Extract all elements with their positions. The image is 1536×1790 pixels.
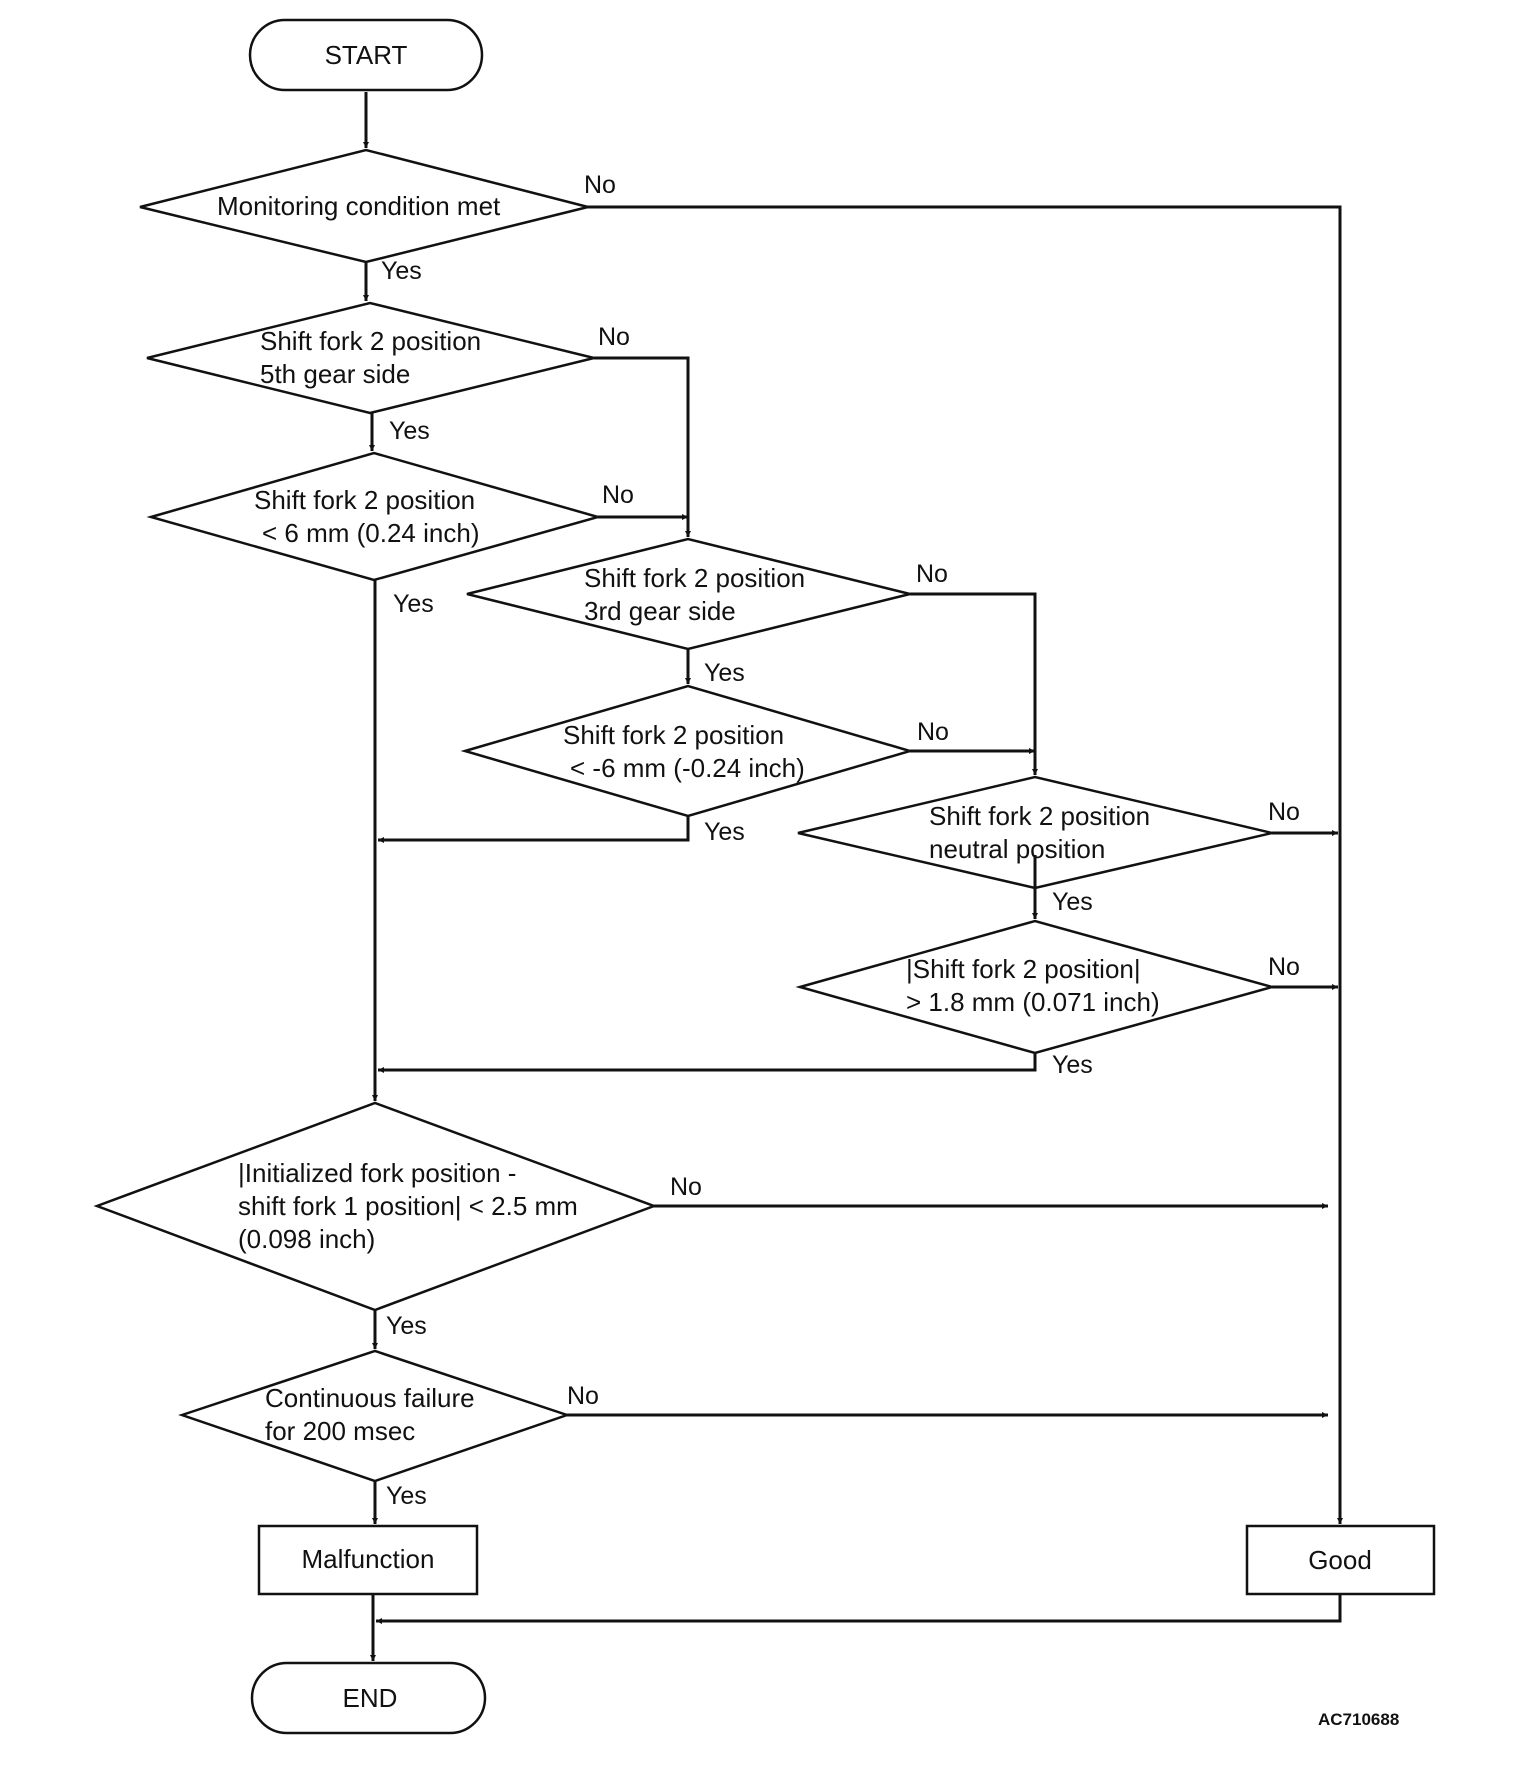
label-neutral-yes: Yes <box>1052 888 1093 916</box>
decision-fork-5th-diamond <box>146 301 595 415</box>
reference-code: AC710688 <box>1318 1710 1399 1729</box>
label-neutral-no: No <box>1268 798 1300 826</box>
connector-monitoring-no <box>588 205 1343 1524</box>
label-abs18-yes: Yes <box>1052 1051 1093 1079</box>
decision-lt6-line1: Shift fork 2 position <box>254 485 475 515</box>
decision-monitoring-text: Monitoring condition met <box>217 191 501 221</box>
decision-neutral-line1: Shift fork 2 position <box>929 801 1150 831</box>
decision-fork-3rd-line2: 3rd gear side <box>584 596 736 626</box>
label-abs18-no: No <box>1268 953 1300 981</box>
decision-fork-3rd-line1: Shift fork 2 position <box>584 563 805 593</box>
label-continuous-yes: Yes <box>386 1482 427 1510</box>
decision-abs18-line2: > 1.8 mm (0.071 inch) <box>906 987 1160 1017</box>
label-ltm6-no: No <box>917 718 949 746</box>
good-label: Good <box>1308 1545 1372 1575</box>
decision-ltm6-line2: < -6 mm (-0.24 inch) <box>570 753 805 783</box>
decision-init-line3: (0.098 inch) <box>238 1224 375 1254</box>
end-label: END <box>343 1683 398 1713</box>
malfunction-label: Malfunction <box>302 1544 435 1574</box>
label-continuous-no: No <box>567 1382 599 1410</box>
connector-fork5th-no <box>594 356 691 537</box>
decision-lt6-line2: < 6 mm (0.24 inch) <box>262 518 479 548</box>
label-monitoring-yes: Yes <box>381 257 422 285</box>
decision-fork-5th-line1: Shift fork 2 position <box>260 326 481 356</box>
decision-init-line2: shift fork 1 position| < 2.5 mm <box>238 1191 578 1221</box>
decision-ltm6-line1: Shift fork 2 position <box>563 720 784 750</box>
decision-fork-5th-line2: 5th gear side <box>260 359 410 389</box>
decision-lt6-diamond <box>146 451 603 582</box>
decision-init-line1: |Initialized fork position - <box>238 1158 516 1188</box>
end-terminal <box>250 1661 487 1735</box>
start-label: START <box>325 40 408 70</box>
label-fork3rd-no: No <box>916 560 948 588</box>
malfunction-box <box>257 1524 479 1596</box>
decision-ltm6-diamond <box>460 684 915 818</box>
connector-fork3rd-no <box>910 592 1038 775</box>
decision-neutral-line2: neutral position <box>929 834 1105 864</box>
label-ltm6-yes: Yes <box>704 818 745 846</box>
label-init-yes: Yes <box>386 1312 427 1340</box>
label-init-no: No <box>670 1173 702 1201</box>
label-lt6-yes: Yes <box>393 590 434 618</box>
label-monitoring-no: No <box>584 171 616 199</box>
decision-abs18-line1: |Shift fork 2 position| <box>906 954 1141 984</box>
label-lt6-no: No <box>602 481 634 509</box>
start-terminal <box>248 18 484 92</box>
label-fork3rd-yes: Yes <box>704 659 745 687</box>
label-fork5th-no: No <box>598 323 630 351</box>
connector-good-end <box>376 1594 1342 1624</box>
connector-abs18-yes <box>378 1053 1037 1073</box>
connector-ltm6-yes <box>378 816 690 843</box>
decision-continuous-line1: Continuous failure <box>265 1383 475 1413</box>
label-fork5th-yes: Yes <box>389 417 430 445</box>
decision-fork-3rd-diamond <box>466 537 911 651</box>
decision-continuous-line2: for 200 msec <box>265 1416 415 1446</box>
